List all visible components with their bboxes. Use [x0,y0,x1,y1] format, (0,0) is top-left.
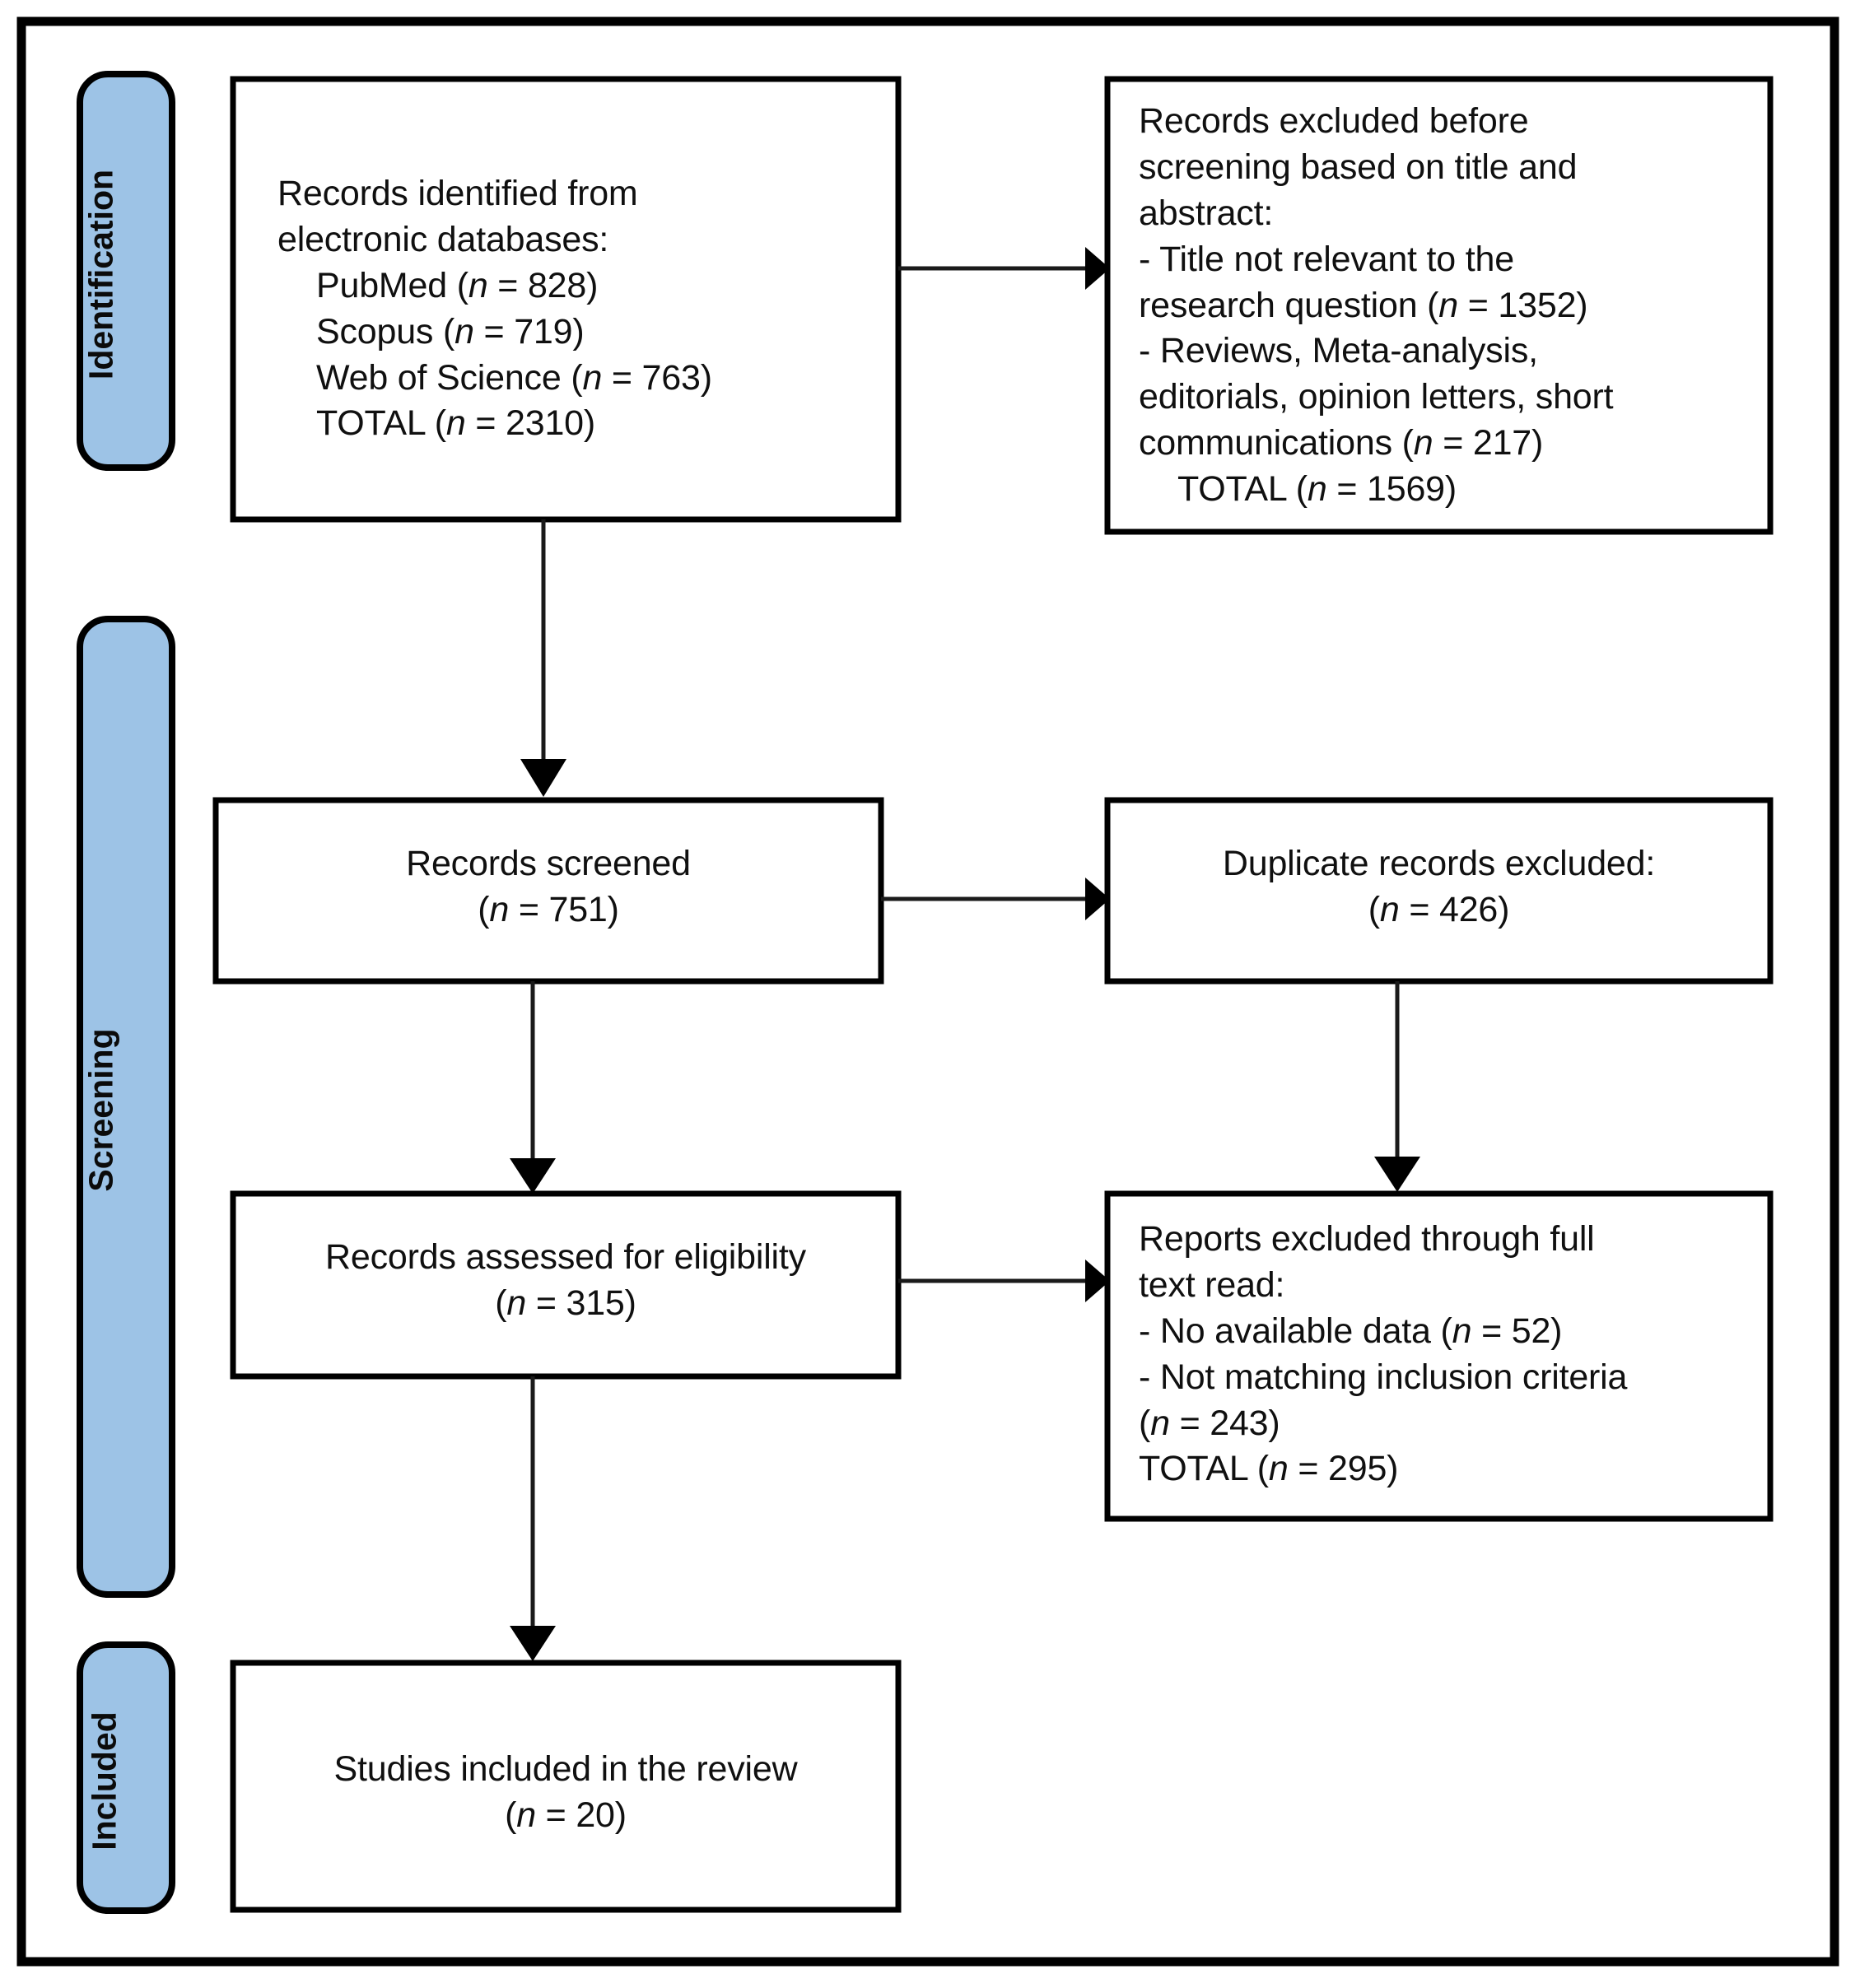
reports-excluded-full-text-text: Reports excluded through full text read:… [1139,1219,1628,1489]
stage-pill-included [77,1641,175,1914]
records-screened-text: Records screened (n = 751) [406,844,691,929]
studies-included-text: Studies included in the review (n = 20) [333,1749,798,1835]
records-assessed-box-rect [230,1190,902,1380]
outer-frame [16,16,1839,1967]
edge-assessed-to-reports-excluded [898,1259,1110,1302]
stage-label-screening: Screening [82,1028,120,1192]
records-identified-text: Records identified from electronic datab… [277,174,712,444]
stage-label-included: Included [85,1711,124,1851]
records-excluded-before-screening-box-rect [1104,76,1774,535]
records-excluded-before-screening-text: Records excluded before screening based … [1139,101,1614,510]
records-identified-box-rect [230,76,902,523]
stage-pill-screening [77,616,175,1598]
edge-assessed-to-included [510,1376,556,1661]
duplicate-records-excluded-text: Duplicate records excluded: (n = 426) [1222,844,1656,929]
records-screened-box-rect [212,797,884,985]
edge-screened-to-assessed [510,981,556,1194]
stage-label-identification: Identification [82,169,120,380]
edge-duplicates-to-reports-excluded [1374,981,1420,1192]
edge-identified-to-screened [520,519,566,797]
stage-pill-identification [77,71,175,471]
duplicate-records-excluded-box-rect [1104,797,1774,985]
edge-identified-to-excluded [898,247,1110,290]
edge-screened-to-duplicates [881,878,1110,920]
records-assessed-text: Records assessed for eligibility (n = 31… [325,1237,806,1323]
reports-excluded-full-text-box-rect [1104,1190,1774,1522]
studies-included-box-rect [230,1660,902,1913]
